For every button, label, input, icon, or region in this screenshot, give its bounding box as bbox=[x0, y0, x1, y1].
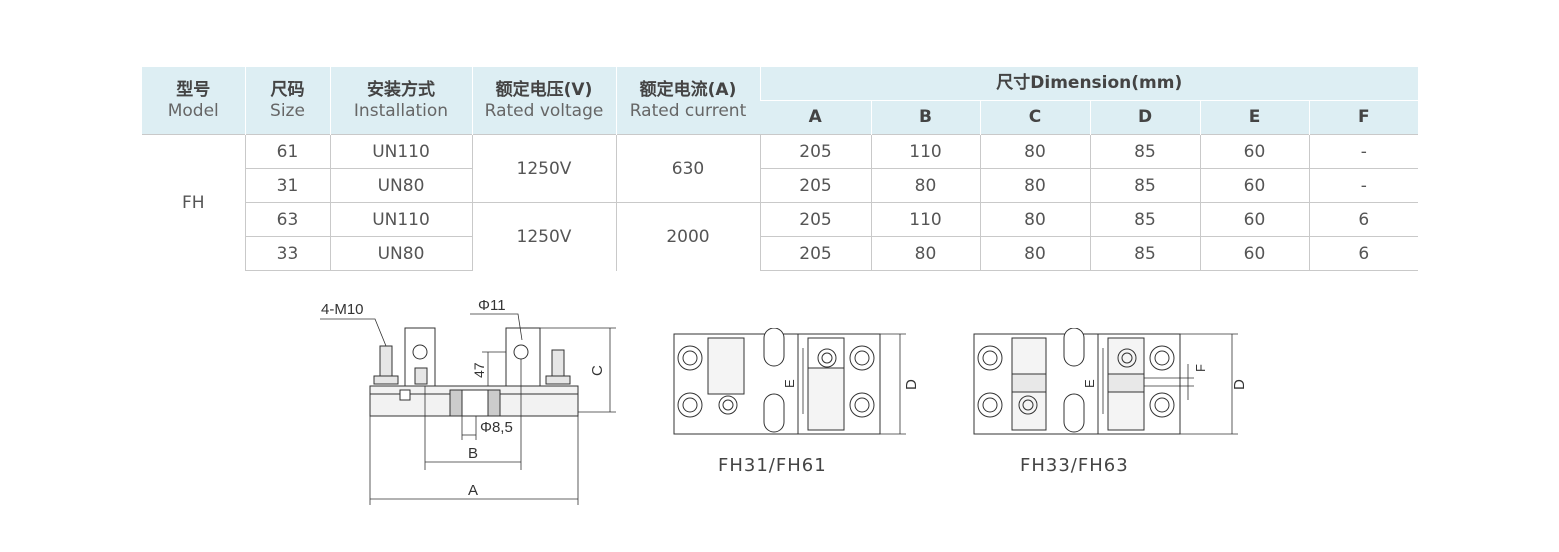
dim-cell: 80 bbox=[979, 202, 1090, 237]
size-cell: 63 bbox=[244, 202, 330, 237]
dim-cell: 80 bbox=[979, 134, 1090, 169]
current-cell: 630 bbox=[615, 134, 760, 203]
table-row: 31 UN80 205 80 80 85 60 - bbox=[142, 168, 1419, 203]
installation-cell: UN80 bbox=[329, 168, 472, 203]
size-cell: 33 bbox=[244, 236, 330, 271]
spec-table: 型号 Model 尺码 Size 安装方式 Installation 额定电压(… bbox=[142, 67, 1419, 271]
header-rated-voltage: 额定电压(V) Rated voltage bbox=[471, 67, 616, 135]
label-bore: Φ8,5 bbox=[480, 419, 513, 436]
side-view-drawing: 4-M10 Φ11 47 C Φ8,5 B A bbox=[320, 297, 616, 505]
label-d: D bbox=[903, 379, 920, 390]
bolt bbox=[379, 345, 393, 377]
installation-cell: UN110 bbox=[329, 134, 472, 169]
bolt-heads bbox=[977, 345, 1175, 418]
label-d: D bbox=[1231, 379, 1248, 390]
dim-cell: 205 bbox=[759, 236, 871, 271]
dim-cell: 85 bbox=[1089, 134, 1200, 169]
dim-cell: 60 bbox=[1199, 236, 1309, 271]
dim-cell: 80 bbox=[870, 168, 980, 203]
dim-cell: 80 bbox=[979, 236, 1090, 271]
dim-cell: - bbox=[1308, 134, 1419, 169]
installation-cell: UN110 bbox=[329, 202, 472, 237]
dim-cell: 110 bbox=[870, 202, 980, 237]
voltage-cell: 1250V bbox=[471, 202, 616, 271]
dim-cell: 60 bbox=[1199, 202, 1309, 237]
label-e: E bbox=[1082, 379, 1097, 388]
header-size: 尺码 Size bbox=[244, 67, 330, 135]
dim-cell: 205 bbox=[759, 168, 871, 203]
caption-fh31: FH31/FH61 bbox=[718, 455, 827, 476]
dim-cell: 6 bbox=[1308, 236, 1419, 271]
dim-cell: 6 bbox=[1308, 202, 1419, 237]
caption-fh33: FH33/FH63 bbox=[1020, 455, 1129, 476]
dim-cell: 60 bbox=[1199, 134, 1309, 169]
header-dim-a: A bbox=[760, 100, 871, 135]
table-row: FH 61 UN110 1250V 630 205 110 80 85 60 - bbox=[142, 134, 1419, 271]
header-model: 型号 Model bbox=[142, 67, 245, 135]
dim-cell: 205 bbox=[759, 202, 871, 237]
label-thread: 4-M10 bbox=[321, 301, 364, 318]
label-e: E bbox=[782, 379, 797, 388]
header-rated-current: 额定电流(A) Rated current bbox=[615, 67, 760, 135]
header-dimension: 尺寸Dimension(mm) bbox=[759, 67, 1419, 101]
model-cell: FH bbox=[142, 134, 245, 271]
dim-cell: 85 bbox=[1089, 168, 1200, 203]
header-dim-c: C bbox=[979, 100, 1090, 135]
fh31-top-view: E D bbox=[673, 328, 920, 435]
table-row: 33 UN80 205 80 80 85 60 6 bbox=[142, 236, 1419, 271]
dim-cell: 205 bbox=[759, 134, 871, 169]
label-a: A bbox=[468, 482, 478, 499]
dim-cell: 60 bbox=[1199, 168, 1309, 203]
dim-cell: 85 bbox=[1089, 236, 1200, 271]
table-row: 63 UN110 1250V 2000 205 110 80 85 60 6 bbox=[142, 202, 1419, 271]
label-b: B bbox=[468, 445, 478, 462]
bolt-heads bbox=[677, 345, 875, 418]
header-dim-d: D bbox=[1089, 100, 1200, 135]
fh33-top-view: E F D bbox=[973, 328, 1248, 435]
label-c: C bbox=[589, 365, 606, 376]
size-cell: 61 bbox=[244, 134, 330, 169]
dim-cell: 80 bbox=[870, 236, 980, 271]
header-installation: 安装方式 Installation bbox=[329, 67, 472, 135]
label-hole: Φ11 bbox=[478, 297, 506, 314]
dim-cell: - bbox=[1308, 168, 1419, 203]
bolt bbox=[551, 349, 565, 377]
label-height: 47 bbox=[471, 362, 487, 378]
label-f: F bbox=[1193, 364, 1208, 372]
dim-cell: 110 bbox=[870, 134, 980, 169]
header-dim-e: E bbox=[1199, 100, 1309, 135]
voltage-cell: 1250V bbox=[471, 134, 616, 203]
size-cell: 31 bbox=[244, 168, 330, 203]
dim-cell: 85 bbox=[1089, 202, 1200, 237]
dim-cell: 80 bbox=[979, 168, 1090, 203]
header-dim-f: F bbox=[1308, 100, 1419, 135]
header-dim-b: B bbox=[870, 100, 980, 135]
current-cell: 2000 bbox=[615, 202, 760, 271]
installation-cell: UN80 bbox=[329, 236, 472, 271]
